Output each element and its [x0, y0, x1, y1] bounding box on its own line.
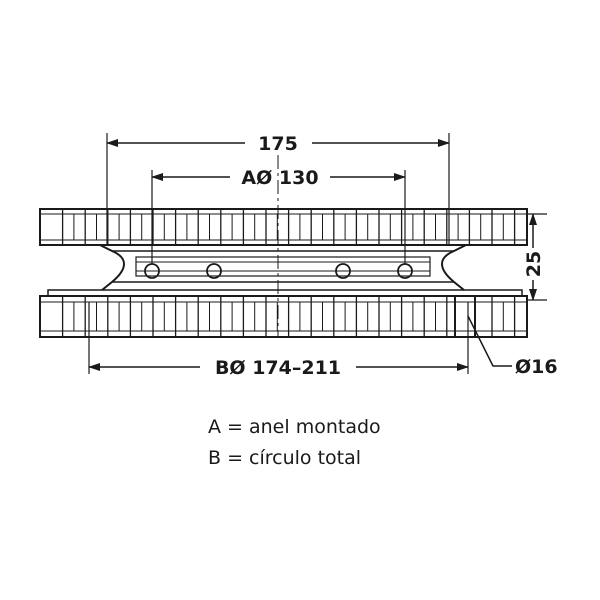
- legend-total-circle: B = círculo total: [208, 447, 362, 469]
- screw-hole: [454, 295, 476, 338]
- dimension-ring-mounted-label: AØ 130: [241, 167, 318, 189]
- dimension-height: 25: [523, 213, 545, 301]
- extension-lines: [88, 133, 547, 374]
- dimension-ring-mounted: AØ 130: [151, 167, 406, 189]
- swivel-ring: [99, 244, 467, 291]
- dimension-overall-width-label: 175: [258, 133, 298, 155]
- dimension-total-circle: BØ 174–211: [88, 357, 469, 379]
- ball-bearing: [206, 263, 222, 279]
- dimension-hole-diameter-label: Ø16: [515, 356, 558, 378]
- upper-plate: [39, 208, 528, 246]
- ball-bearing: [335, 263, 351, 279]
- upper-plate-cells: [61, 209, 516, 245]
- lower-plate-cells: [61, 296, 516, 337]
- legend-ring-mounted: A = anel montado: [208, 416, 381, 438]
- dimension-hole-diameter: Ø16: [467, 315, 558, 378]
- lower-plate: [39, 289, 528, 338]
- dimension-total-circle-label: BØ 174–211: [215, 357, 341, 379]
- dimension-overall-width: 175: [106, 133, 450, 155]
- dimension-height-label: 25: [523, 251, 545, 277]
